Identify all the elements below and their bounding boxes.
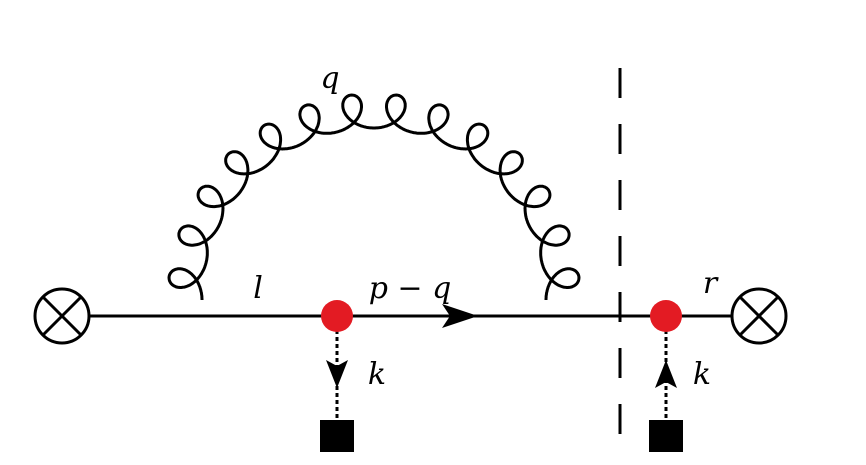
gluon-loop (167, 93, 581, 300)
insertion-arrow-right (655, 360, 677, 388)
label-left-momentum: l (253, 271, 263, 306)
filled-square-icon (649, 420, 683, 452)
filled-circle-icon (650, 300, 682, 332)
circled-times-icon (730, 287, 788, 345)
label-quark-momentum: p − q (369, 271, 452, 306)
label-gluon-momentum: q (320, 61, 339, 96)
circled-times-icon (33, 287, 91, 345)
label-insertion-momentum-right: k (693, 357, 711, 392)
fermion-arrow (442, 304, 478, 328)
filled-square-icon (320, 420, 354, 452)
insertion-arrow-left (326, 360, 348, 388)
filled-circle-icon (321, 300, 353, 332)
label-right-momentum: r (703, 266, 719, 301)
label-insertion-momentum-left: k (368, 357, 386, 392)
